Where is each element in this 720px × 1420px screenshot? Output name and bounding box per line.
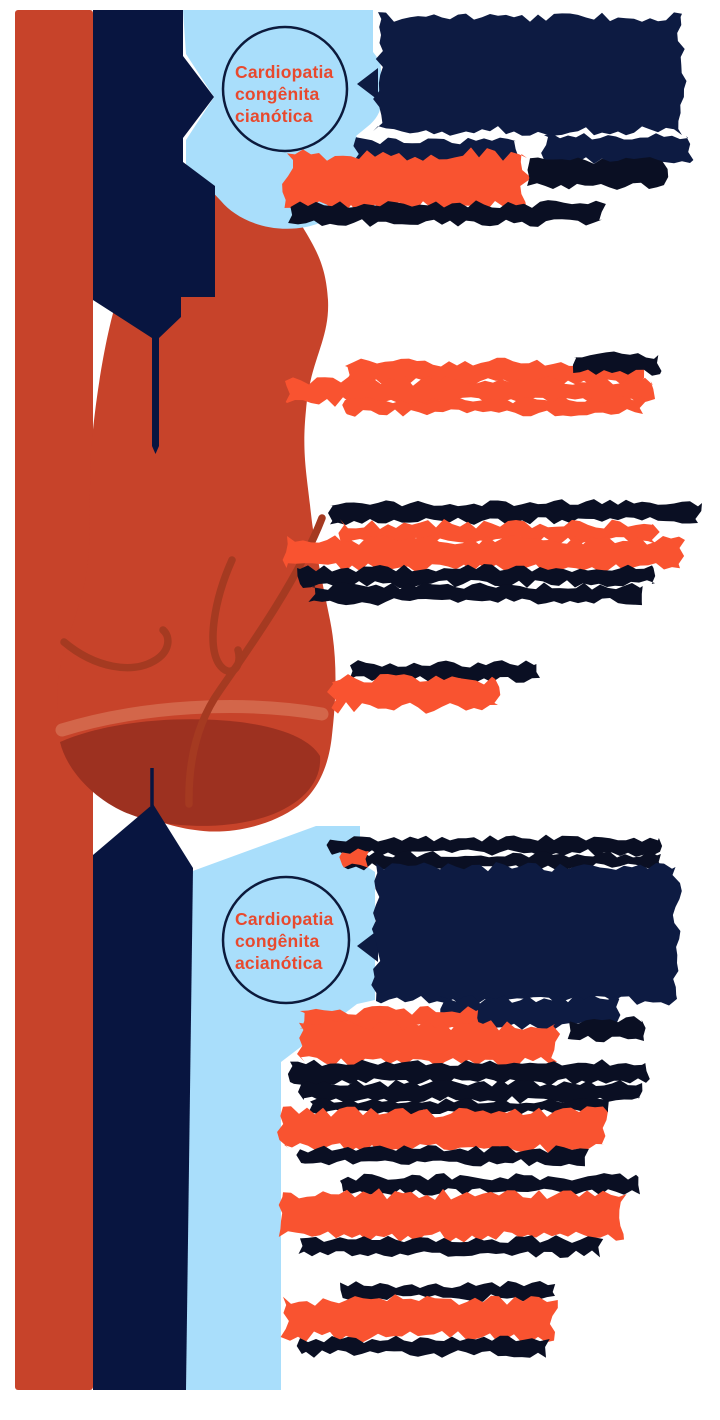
acyanotic-dark-line-4b-smear [296, 1335, 550, 1358]
acyanotic-dark-line-4a-smear [340, 1280, 556, 1302]
cyanotic-red-item-1-smear [282, 147, 532, 215]
between-red-tick-smear [339, 848, 369, 868]
cyanotic-subline-right-smear [541, 133, 694, 165]
badge-label-acyanotic: Cardiopatia congênita acianótica [235, 909, 334, 973]
acyanotic-red-item-2-smear [277, 1106, 608, 1154]
navy-band-top [93, 10, 215, 454]
acyanotic-dark-line-1a-smear [287, 1059, 650, 1086]
heading-chevron-cyanotic [357, 68, 378, 100]
between-dark-line-a-smear [326, 834, 663, 857]
cyanotic-dark-line-3a-smear [328, 499, 702, 525]
banner-acyanotic [186, 826, 375, 1390]
coronary-vessel-hook [209, 556, 243, 675]
acyanotic-dark-line-3b-smear [298, 1235, 604, 1258]
acyanotic-dark-line-2-smear [296, 1145, 589, 1167]
red-vertical-band [15, 10, 93, 1390]
cyanotic-dark-line-3b-smear [297, 564, 656, 588]
acyanotic-dark-line-0-smear [567, 1016, 646, 1043]
acyanotic-heading-ext-smear [440, 994, 621, 1030]
coronary-vessel-left [60, 626, 172, 672]
acyanotic-dark-line-1b-smear [298, 1079, 643, 1104]
cyanotic-red-item-3b-smear [282, 535, 685, 573]
cyanotic-dark-line-1b-smear [288, 200, 606, 227]
cyanotic-red-item-2c-smear [342, 396, 647, 417]
acyanotic-red-item-1b-smear [297, 1020, 561, 1068]
acyanotic-dark-line-3a-smear [340, 1173, 640, 1196]
circle-acyanotic-outline [221, 875, 351, 1005]
badge-label-cyanotic: Cardiopatia congênita cianótica [235, 62, 334, 126]
coronary-vessel-main [185, 514, 326, 808]
cyanotic-dark-line-1a-smear [527, 157, 669, 190]
heading-chevron-acyanotic [357, 930, 378, 962]
circle-cyanotic-outline [221, 25, 349, 153]
cyanotic-red-item-2a-smear [345, 357, 645, 388]
acyanotic-heading-block-smear [371, 862, 682, 1006]
cyanotic-dark-line-2-smear [572, 351, 662, 376]
heart-stripe [55, 700, 329, 737]
acyanotic-dark-line-1c-smear [308, 1098, 609, 1115]
acyanotic-red-item-3-smear [278, 1188, 627, 1243]
cyanotic-heading-block-smear [373, 12, 687, 136]
smears-layer [277, 12, 702, 1358]
cyanotic-red-item-4-smear [327, 674, 501, 714]
cyanotic-dark-line-3c-smear [308, 582, 643, 606]
navy-band-bottom [93, 804, 193, 1390]
acyanotic-red-item-4-smear [280, 1294, 558, 1343]
